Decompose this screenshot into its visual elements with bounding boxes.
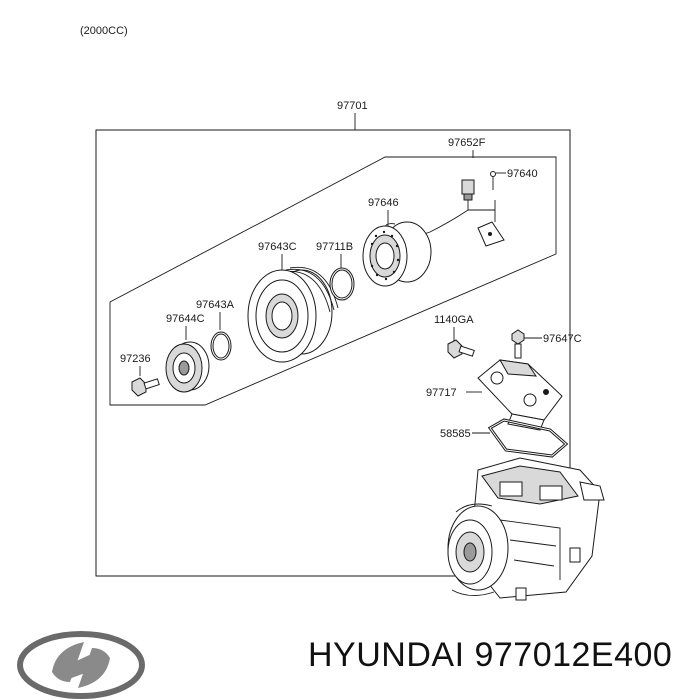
snap-ring-97711B xyxy=(329,267,355,301)
label-1140GA: 1140GA xyxy=(434,314,474,326)
label-97644C: 97644C xyxy=(166,313,205,325)
bolt-97647C xyxy=(511,329,525,359)
wire-harness xyxy=(411,179,505,247)
label-97647C: 97647C xyxy=(543,333,582,345)
label-97652F: 97652F xyxy=(448,137,486,149)
brand-caption: HYUNDAI 977012E400 xyxy=(308,636,673,674)
label-97646: 97646 xyxy=(368,197,399,209)
label-97643A: 97643A xyxy=(196,299,235,311)
label-58585: 58585 xyxy=(440,428,471,440)
label-97717: 97717 xyxy=(426,387,457,399)
label-97643C: 97643C xyxy=(258,241,297,253)
snap-ring-97643A xyxy=(210,331,232,361)
pulley-97643C xyxy=(247,266,339,363)
compressor-body xyxy=(447,457,605,601)
clutch-plate-97644C xyxy=(165,341,210,393)
gasket-58585 xyxy=(487,418,569,458)
hyundai-logo-icon xyxy=(17,631,145,699)
connector-pin-icon xyxy=(490,171,496,177)
label-97236: 97236 xyxy=(120,353,151,365)
label-97711B: 97711B xyxy=(316,241,353,253)
field-coil-97646 xyxy=(362,221,432,287)
valve-block-97717 xyxy=(477,359,563,431)
assembly-frame xyxy=(95,129,571,577)
bolt-1140GA xyxy=(447,339,475,359)
label-97640: 97640 xyxy=(507,168,538,180)
clutch-kit-outline xyxy=(109,156,557,406)
variant-note: (2000CC) xyxy=(80,25,128,37)
assembly-label: 97701 xyxy=(337,100,368,112)
bolt-97236 xyxy=(131,377,160,397)
